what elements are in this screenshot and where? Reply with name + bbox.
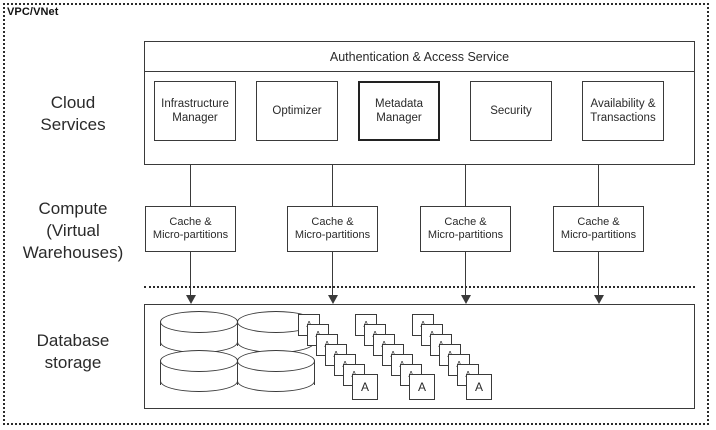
service-box-infrastructure-manager[interactable]: Infrastructure Manager [154, 81, 236, 141]
warehouse-box-1[interactable]: Cache & Micro-partitions [145, 206, 236, 252]
database-disk-icon [160, 311, 238, 353]
arrow-head-warehouse-1-to-storage [186, 295, 196, 304]
connector-cloud-to-warehouse-2 [332, 165, 333, 206]
arrow-head-warehouse-4-to-storage [594, 295, 604, 304]
tier-label-cloud-services: Cloud Services [40, 93, 106, 134]
arrow-head-warehouse-2-to-storage [328, 295, 338, 304]
vpc-boundary [3, 3, 709, 425]
connector-cloud-to-warehouse-3 [465, 165, 466, 206]
warehouse-box-4[interactable]: Cache & Micro-partitions [553, 206, 644, 252]
compute-storage-divider [144, 286, 695, 288]
authentication-access-service-header: Authentication & Access Service [144, 41, 695, 72]
arrow-line-warehouse-1-to-storage [190, 252, 191, 296]
arrow-line-warehouse-2-to-storage [332, 252, 333, 296]
warehouse-box-3[interactable]: Cache & Micro-partitions [420, 206, 511, 252]
service-box-metadata-manager[interactable]: Metadata Manager [358, 81, 440, 141]
arrow-line-warehouse-4-to-storage [598, 252, 599, 296]
arrow-head-warehouse-3-to-storage [461, 295, 471, 304]
connector-cloud-to-warehouse-1 [190, 165, 191, 206]
vpc-label: VPC/VNet [7, 6, 59, 18]
tier-label-compute: Compute (Virtual Warehouses) [22, 199, 124, 262]
database-disk-icon [237, 350, 315, 392]
micro-partition-file-icon: A [409, 374, 435, 400]
connector-cloud-to-warehouse-4 [598, 165, 599, 206]
micro-partition-file-icon: A [466, 374, 492, 400]
service-box-availability-transactions[interactable]: Availability & Transactions [582, 81, 664, 141]
service-box-optimizer[interactable]: Optimizer [256, 81, 338, 141]
warehouse-box-2[interactable]: Cache & Micro-partitions [287, 206, 378, 252]
tier-label-database-storage: Database storage [36, 331, 110, 372]
database-disk-icon [160, 350, 238, 392]
service-box-security[interactable]: Security [470, 81, 552, 141]
micro-partition-file-icon: A [352, 374, 378, 400]
arrow-line-warehouse-3-to-storage [465, 252, 466, 296]
